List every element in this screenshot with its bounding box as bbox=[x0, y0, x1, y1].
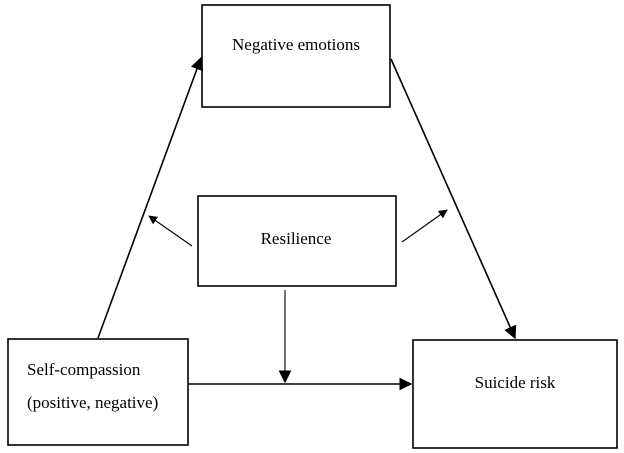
arrow-negative-emotions-to-suicide-risk bbox=[390, 58, 517, 340]
self-compassion-label-line2: (positive, negative) bbox=[27, 393, 158, 412]
negative-emotions-box bbox=[201, 4, 391, 108]
self-compassion-box bbox=[7, 338, 189, 446]
resilience-label: Resilience bbox=[261, 229, 332, 248]
negative-emotions-label: Negative emotions bbox=[232, 35, 360, 54]
resilience-node: Resilience bbox=[197, 195, 397, 287]
arrow-resilience-to-left-path bbox=[148, 215, 193, 247]
arrow-self-compassion-to-negative-emotions bbox=[97, 56, 204, 339]
resilience-box bbox=[197, 195, 397, 287]
suicide-risk-node: Suicide risk bbox=[412, 339, 618, 449]
suicide-risk-label: Suicide risk bbox=[475, 373, 556, 392]
negative-emotions-node: Negative emotions bbox=[201, 4, 391, 108]
self-compassion-node: Self-compassion (positive, negative) bbox=[7, 338, 189, 446]
suicide-risk-box bbox=[412, 339, 618, 449]
arrow-resilience-to-right-path bbox=[401, 209, 448, 243]
self-compassion-label-line1: Self-compassion bbox=[27, 360, 141, 379]
